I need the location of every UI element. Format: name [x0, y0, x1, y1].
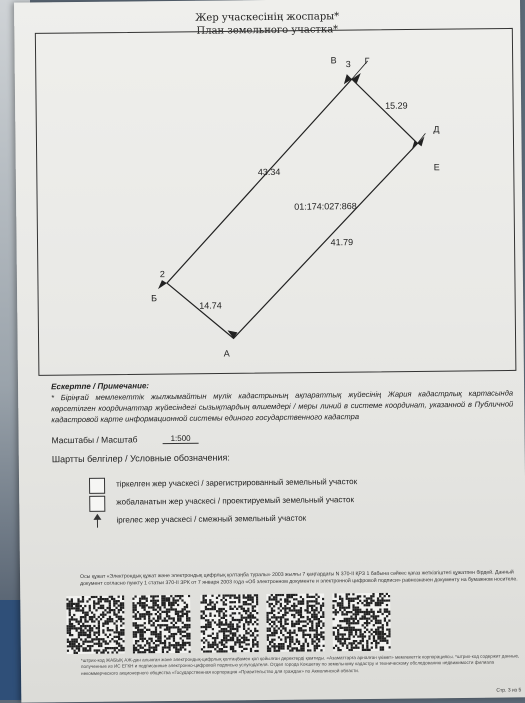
legend-projected-box: [89, 496, 105, 512]
side-length-4: 14.74: [199, 300, 222, 310]
legend-projected-text: жобаланатын жер учаскесі / проектируемый…: [116, 495, 354, 506]
point-v-label: В: [331, 55, 337, 65]
barcode-1: [66, 596, 125, 655]
point-b-label: Б: [151, 293, 157, 303]
footer-small-print: *штрих-код ЖАБЫҚ АЖ-дан алынған және эле…: [81, 653, 521, 676]
barcode-4: [266, 593, 325, 652]
legend-registered-box: [89, 478, 105, 494]
point-v-number: 3: [346, 59, 351, 69]
legend-adjacent-text: іргелес жер учаскесі / смежный земельный…: [116, 514, 306, 525]
point-e-label: Е: [434, 162, 440, 172]
point-b-number: 2: [160, 269, 165, 279]
legend-registered-text: тіркелген жер учаскесі / зарегистрирован…: [116, 477, 357, 489]
barcode-2: [132, 595, 191, 654]
document-sheet: Жер учаскесінің жоспары* План земельного…: [14, 0, 525, 703]
legend-title: Шартты белгілер / Условные обозначения:: [52, 452, 230, 464]
page-number: Стр. 3 из 5: [496, 687, 521, 693]
scale-value: 1:500: [163, 434, 199, 444]
point-d-label: Д: [433, 124, 439, 134]
plan-frame: А 2 Б В 3 Г Д Е 43.34 15.29 41.79 14.74 …: [34, 27, 518, 377]
scale-label: Масштабы / Масштаб: [52, 434, 138, 445]
plan-drawing: [34, 27, 518, 377]
note-body: * Біріңғай мемлекеттік жылжымайтын мүлік…: [51, 387, 513, 425]
legend-adjacent-arrow-icon: [92, 514, 102, 528]
barcode-5: [332, 593, 391, 652]
parcel-number: 01:174:027:868: [294, 201, 357, 212]
point-g-label: Г: [365, 56, 370, 66]
side-length-3: 41.79: [330, 237, 353, 247]
barcode-3: [200, 594, 259, 653]
side-length-1: 43.34: [258, 167, 281, 177]
note-heading: Ескертпе / Примечание:: [51, 381, 149, 391]
side-length-2: 15.29: [385, 101, 408, 111]
point-a-label: А: [224, 348, 230, 358]
footer-legal-text: Осы құжат «Электрондық құжат және электр…: [80, 569, 520, 588]
